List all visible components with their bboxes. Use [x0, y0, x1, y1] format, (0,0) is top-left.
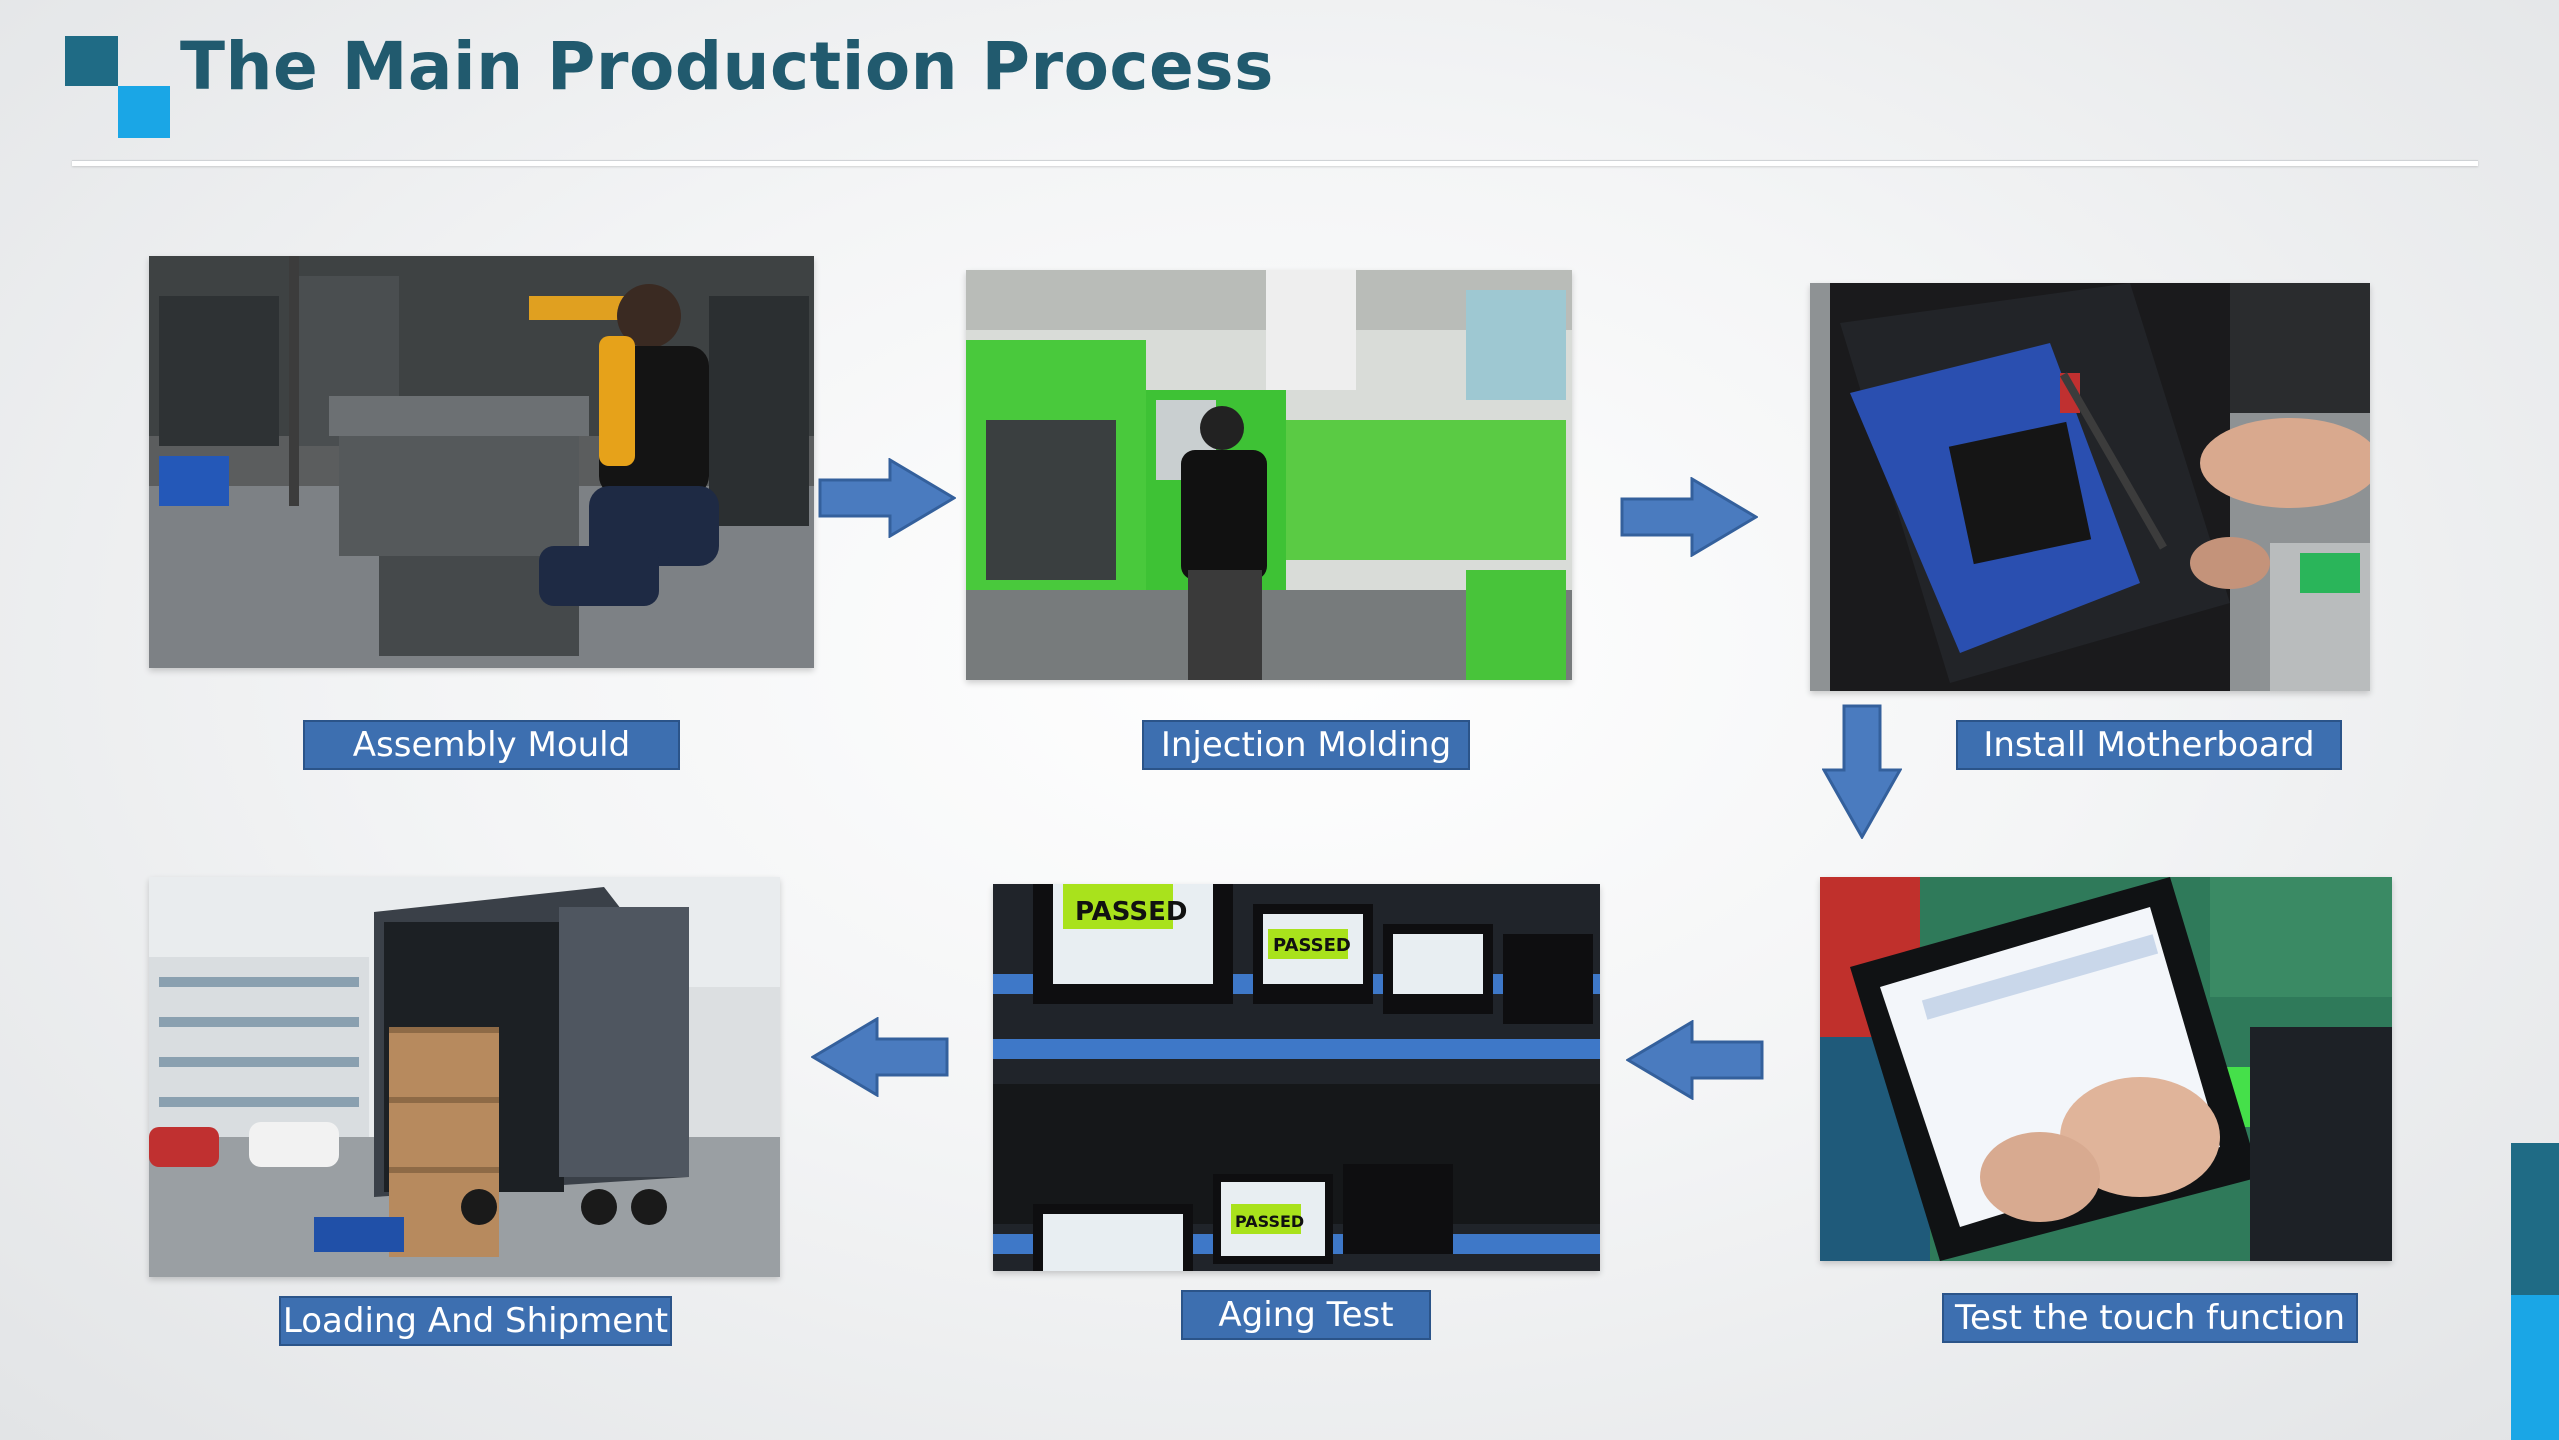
aging-test-sign-2: PASSED	[1273, 935, 1351, 956]
logo-square-light	[118, 86, 170, 138]
step-label-loading-shipment: Loading And Shipment	[279, 1296, 672, 1346]
photo-assembly-mould	[149, 256, 814, 668]
photo-loading-shipment	[149, 877, 780, 1277]
left-arrow-icon	[1626, 1020, 1764, 1100]
title-divider	[72, 160, 2478, 166]
right-arrow-icon	[818, 458, 956, 538]
step-label-aging-test: Aging Test	[1181, 1290, 1431, 1340]
aging-test-sign: PASSED	[1075, 897, 1187, 927]
photo-injection-molding	[966, 270, 1572, 680]
logo-square-dark	[65, 36, 118, 86]
step-label-injection-molding: Injection Molding	[1142, 720, 1470, 770]
down-arrow-icon	[1822, 704, 1902, 839]
left-arrow-icon	[811, 1017, 949, 1097]
side-accent-light	[2511, 1295, 2559, 1440]
page-title: The Main Production Process	[180, 28, 1274, 105]
side-accent-dark	[2511, 1143, 2559, 1295]
step-label-assembly-mould: Assembly Mould	[303, 720, 680, 770]
photo-test-touch-function	[1820, 877, 2392, 1261]
step-label-install-motherboard: Install Motherboard	[1956, 720, 2342, 770]
right-arrow-icon	[1620, 477, 1758, 557]
aging-test-sign-3: PASSED	[1235, 1212, 1304, 1231]
photo-aging-test: PASSED PASSED PASSED	[993, 884, 1600, 1271]
photo-install-motherboard	[1810, 283, 2370, 691]
step-label-test-touch-function: Test the touch function	[1942, 1293, 2358, 1343]
